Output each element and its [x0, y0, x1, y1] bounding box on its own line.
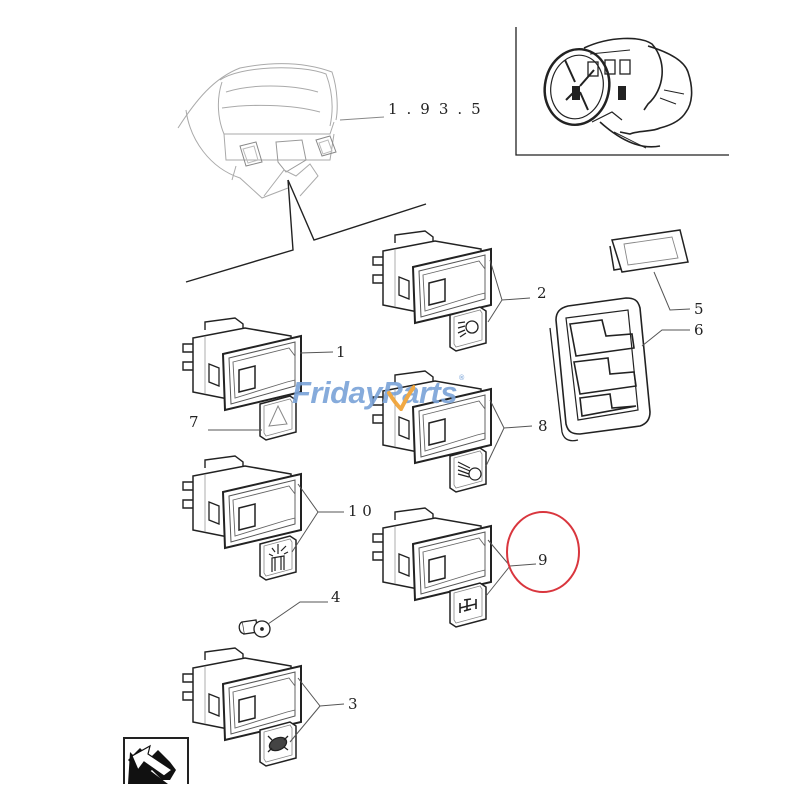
rocker-switch-1[interactable]: [182, 317, 302, 411]
callout-7[interactable]: 7: [189, 413, 199, 431]
blanking-cover-5[interactable]: [609, 229, 689, 273]
headlight-icon: [457, 320, 479, 338]
hazard-triangle-icon: [268, 404, 288, 427]
symbol-cap-beacon[interactable]: [259, 535, 297, 581]
callout-6[interactable]: 6: [694, 321, 704, 339]
highlight-circle: [506, 511, 580, 593]
callout-4[interactable]: 4: [331, 588, 341, 606]
registered-mark: ®: [459, 375, 464, 382]
callout-2[interactable]: 2: [537, 284, 547, 302]
callout-8[interactable]: 8: [538, 417, 548, 435]
watermark-swoosh-icon: [387, 385, 415, 411]
symbol-cap-rotary[interactable]: [259, 721, 297, 767]
symbol-cap-work-light[interactable]: [449, 447, 487, 493]
symbol-cap-hazard[interactable]: [259, 395, 297, 441]
callout-10[interactable]: 1 0: [348, 502, 372, 520]
symbol-cap-headlight[interactable]: [449, 306, 487, 352]
beacon-icon: [268, 544, 289, 572]
switch-frame-6[interactable]: [549, 297, 651, 442]
previous-page-arrow-icon[interactable]: [123, 737, 189, 784]
reference-label: 1.93.5: [388, 100, 490, 118]
fridayparts-watermark: FridayParts®: [292, 375, 464, 411]
work-light-icon: [457, 461, 482, 481]
rocker-switch-10[interactable]: [182, 455, 302, 549]
callout-9[interactable]: 9: [538, 551, 548, 569]
callout-3[interactable]: 3: [348, 695, 358, 713]
callout-1[interactable]: 1: [336, 343, 346, 361]
watermark-text: FridayParts: [292, 375, 458, 410]
diff-lock-icon: [459, 598, 477, 613]
symbol-cap-diff-lock[interactable]: [449, 582, 487, 628]
leader-lines-overview: [185, 179, 427, 283]
dashboard-overview-sketch: [177, 63, 385, 199]
bulb-4[interactable]: [238, 619, 271, 638]
rotary-beacon-icon: [267, 735, 289, 753]
tractor-cab-inset: [515, 27, 729, 156]
callout-5[interactable]: 5: [694, 300, 704, 318]
